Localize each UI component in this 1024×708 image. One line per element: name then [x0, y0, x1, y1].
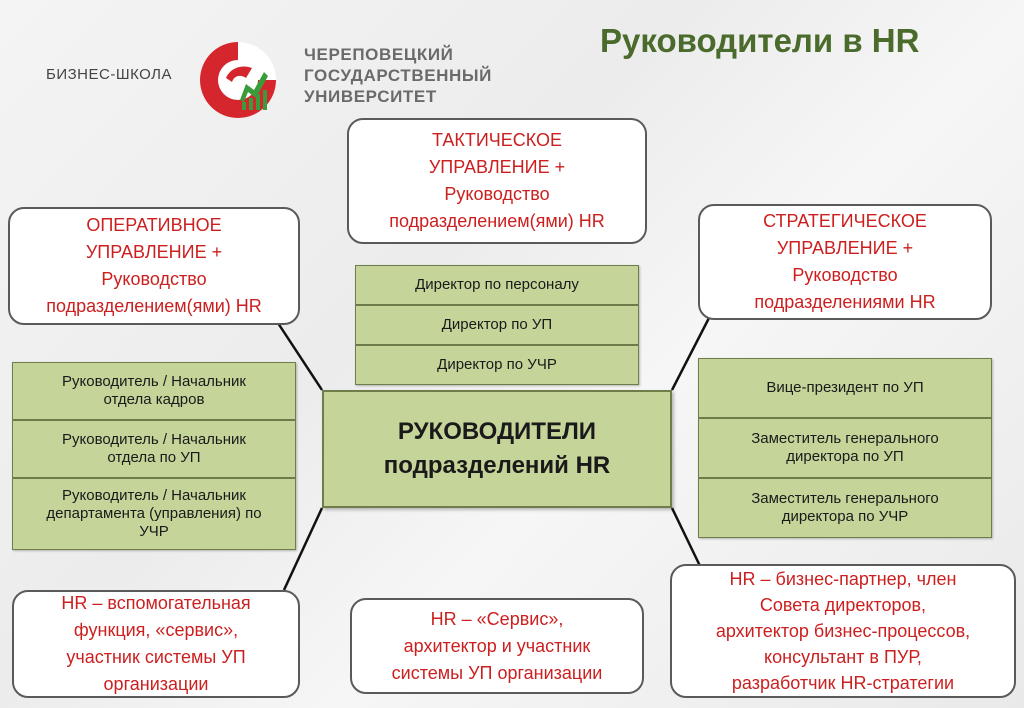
- role-hr-director: Директор по персоналу: [355, 265, 639, 305]
- university-logo: [196, 38, 280, 122]
- role-pm-director: Директор по УП: [355, 305, 639, 345]
- role-deputy-gd-hrm: Заместитель генерального директора по УЧ…: [698, 478, 992, 538]
- role-vice-president: Вице-президент по УП: [698, 358, 992, 418]
- strategic-management-box: СТРАТЕГИЧЕСКОЕ УПРАВЛЕНИЕ + Руководство …: [698, 204, 992, 320]
- tactical-management-box: ТАКТИЧЕСКОЕ УПРАВЛЕНИЕ + Руководство под…: [347, 118, 647, 244]
- logo-icon: [200, 42, 276, 118]
- service-architect-box: HR – «Сервис», архитектор и участник сис…: [350, 598, 644, 694]
- support-function-box: HR – вспомогательная функция, «сервис», …: [12, 590, 300, 698]
- business-partner-box: HR – бизнес-партнер, член Совета директо…: [670, 564, 1016, 698]
- university-name: ЧЕРЕПОВЕЦКИЙ ГОСУДАРСТВЕННЫЙ УНИВЕРСИТЕТ: [304, 45, 492, 106]
- hr-unit-heads-box: РУКОВОДИТЕЛИ подразделений HR: [322, 390, 672, 508]
- role-hrm-division-head: Руководитель / Начальник департамента (у…: [12, 478, 296, 550]
- role-pm-department-head: Руководитель / Начальник отдела по УП: [12, 420, 296, 478]
- role-hrm-director: Директор по УЧР: [355, 345, 639, 385]
- business-school-label: БИЗНЕС-ШКОЛА: [46, 66, 173, 83]
- operational-management-box: ОПЕРАТИВНОЕ УПРАВЛЕНИЕ + Руководство под…: [8, 207, 300, 325]
- role-hr-department-head: Руководитель / Начальник отдела кадров: [12, 362, 296, 420]
- page-title: Руководители в HR: [600, 22, 920, 59]
- role-deputy-gd-pm: Заместитель генерального директора по УП: [698, 418, 992, 478]
